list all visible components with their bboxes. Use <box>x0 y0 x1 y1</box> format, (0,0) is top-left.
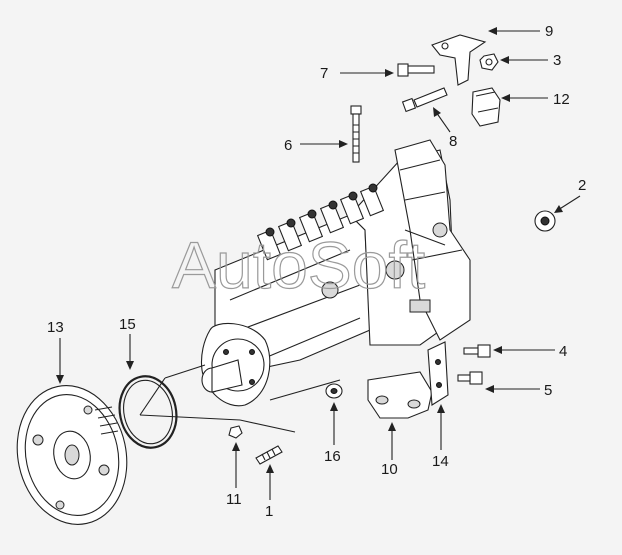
part-1-stud <box>255 445 283 465</box>
callout-1: 1 <box>265 503 273 520</box>
callout-8: 8 <box>449 133 457 150</box>
watermark-text: AutoSoft <box>172 228 425 302</box>
part-6-long-bolt <box>350 105 362 163</box>
callout-9: 9 <box>545 23 553 40</box>
callout-4: 4 <box>559 343 567 360</box>
part-4-bolt <box>463 344 491 358</box>
part-9-bracket <box>431 34 487 86</box>
part-7-bolt <box>397 63 435 77</box>
callout-13: 13 <box>47 319 64 336</box>
callout-10: 10 <box>381 461 398 478</box>
callout-6: 6 <box>284 137 292 154</box>
callout-12: 12 <box>553 91 570 108</box>
leader-lines <box>56 27 581 500</box>
part-11-small-nut <box>228 425 243 439</box>
part-15-gasket <box>118 375 178 449</box>
callout-2: 2 <box>578 177 586 194</box>
injection-pump-body <box>139 139 471 433</box>
callout-11: 11 <box>226 491 242 508</box>
part-5-bolt <box>457 371 483 385</box>
part-12-rubber-mount <box>471 87 501 127</box>
part-16-washer <box>325 383 343 399</box>
callout-5: 5 <box>544 382 552 399</box>
callout-15: 15 <box>119 316 136 333</box>
part-8-bolt <box>401 87 448 113</box>
delivery-valve-row <box>256 183 385 261</box>
callout-labels: 9 3 7 12 8 6 2 4 5 13 15 16 10 14 11 1 <box>47 23 586 520</box>
part-2-cap-nut <box>534 210 556 232</box>
part-10-support-bracket <box>367 371 433 419</box>
callout-16: 16 <box>324 448 341 465</box>
part-13-drive-gear <box>16 385 128 525</box>
callout-14: 14 <box>432 453 449 470</box>
part-3-nut <box>479 53 499 71</box>
callout-3: 3 <box>553 52 561 69</box>
callout-7: 7 <box>320 65 328 82</box>
part-14-support-plate <box>427 341 449 406</box>
